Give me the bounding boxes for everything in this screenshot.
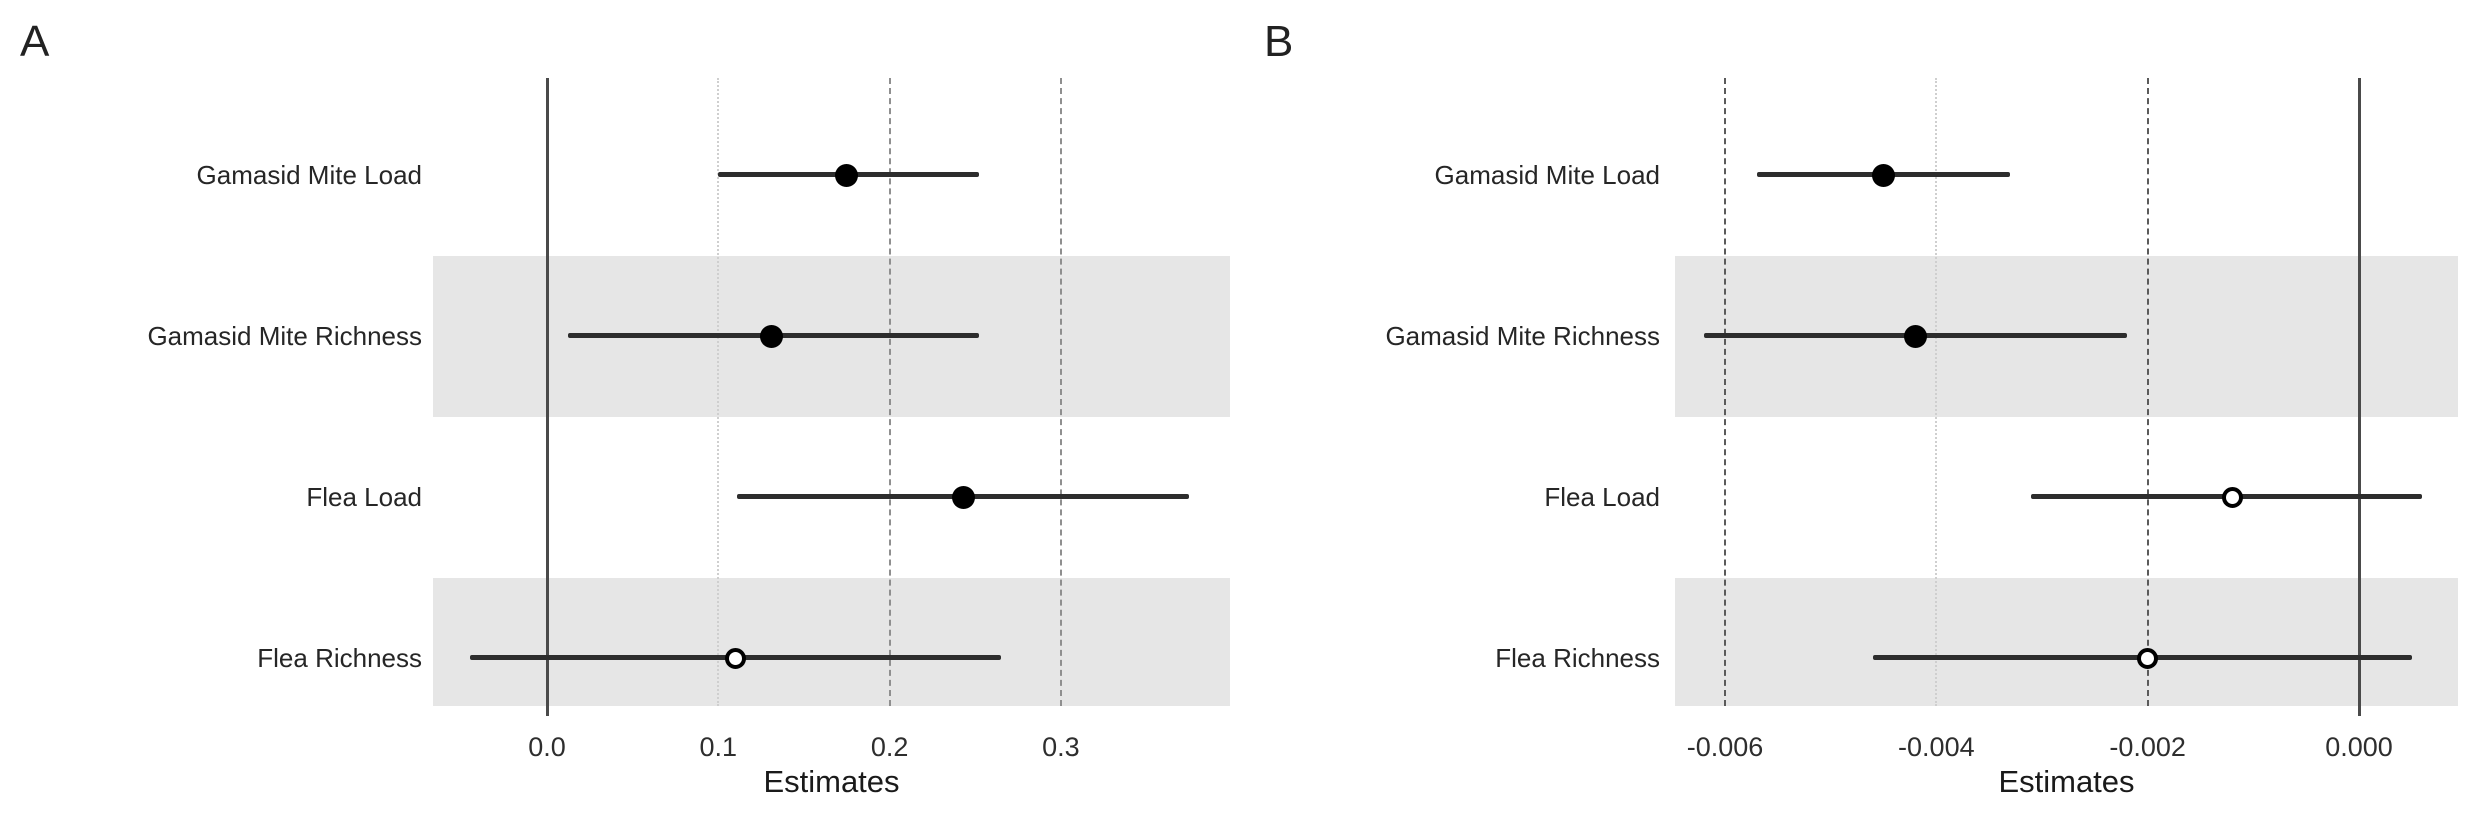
estimate-point-open <box>2221 486 2243 508</box>
row-shading-band <box>433 577 1230 706</box>
estimate-point-open <box>724 647 746 669</box>
estimate-point-open <box>2137 647 2159 669</box>
zero-reference-line <box>2357 78 2361 716</box>
x-axis-tick-label: -0.006 <box>1686 732 1764 762</box>
x-axis-title: Estimates <box>763 764 900 799</box>
x-axis-tick-label: 0.000 <box>2325 732 2393 762</box>
x-axis-tick-label: -0.002 <box>2109 732 2186 762</box>
row-label: Gamasid Mite Load <box>1434 160 1660 190</box>
gridline-dashed <box>888 78 891 706</box>
row-label: Flea Richness <box>1495 643 1660 673</box>
estimate-point-filled <box>1871 163 1895 187</box>
x-axis-tick-label: 0.1 <box>699 732 738 762</box>
gridline-dotted <box>717 78 720 706</box>
estimate-point-filled <box>1903 324 1927 348</box>
row-label: Gamasid Mite Load <box>196 160 422 190</box>
estimate-point-filled <box>835 163 859 187</box>
row-label: Gamasid Mite Richness <box>1385 321 1660 351</box>
panel-b-letter: B <box>1264 17 1294 66</box>
x-axis-tick-label: 0.0 <box>528 732 566 762</box>
estimate-point-filled <box>951 485 975 509</box>
x-axis-tick-label: -0.004 <box>1898 732 1975 762</box>
gridline-dashed <box>1059 78 1062 706</box>
x-axis-tick-label: 0.3 <box>1042 732 1080 762</box>
panel-a-letter: A <box>20 17 50 66</box>
gridline-dotted <box>1935 78 1938 706</box>
row-label: Flea Load <box>1544 482 1660 512</box>
row-label: Flea Richness <box>257 643 422 673</box>
estimate-point-filled <box>759 324 783 348</box>
gridline-dashed <box>1723 78 1726 706</box>
x-axis-tick-label: 0.2 <box>870 732 909 762</box>
row-label: Gamasid Mite Richness <box>147 321 422 351</box>
row-shading-band <box>1675 577 2458 706</box>
gridline-dashed <box>2146 78 2149 706</box>
zero-reference-line <box>545 78 549 716</box>
row-label: Flea Load <box>306 482 422 512</box>
x-axis-title: Estimates <box>1998 764 2135 799</box>
